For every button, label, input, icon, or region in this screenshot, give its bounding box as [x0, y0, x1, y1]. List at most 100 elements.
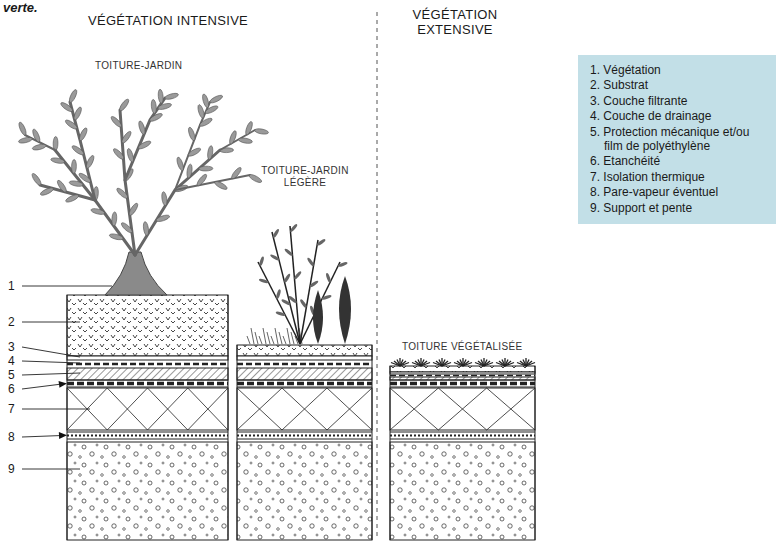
grass-blade [267, 332, 270, 344]
tree-leaf [71, 144, 85, 156]
cypress [339, 276, 351, 344]
drainage-layer [67, 363, 228, 366]
tree-leaf [186, 164, 193, 179]
grass-blade [287, 328, 290, 344]
section-title: VÉGÉTATION INTENSIVE [88, 14, 248, 29]
insulation-stroke [438, 388, 486, 430]
tree-branch [175, 102, 210, 190]
insulation-stroke [282, 388, 327, 430]
vapour-barrier [237, 431, 372, 432]
layer-stack [67, 295, 228, 540]
grass-blade [271, 336, 274, 344]
tree-leaf [78, 127, 88, 142]
layer-stack [390, 366, 535, 540]
insulation-stroke [487, 388, 535, 430]
legend-item: 2. Substrat [590, 78, 770, 92]
protection-layer [390, 377, 535, 380]
grass-blade [247, 336, 250, 344]
waterproof-edge [237, 380, 372, 381]
arrow-head [59, 381, 67, 388]
stack-side [390, 366, 391, 540]
callout-number: 9 [8, 462, 15, 476]
insulation-stroke [438, 388, 486, 430]
tree-trunk [105, 252, 167, 295]
tree-leaf [199, 117, 214, 128]
tree-leaf [31, 172, 43, 186]
filter-layer [390, 372, 535, 374]
legend-item: 4. Couche de drainage [590, 109, 770, 123]
tree-leaf [201, 93, 210, 108]
tree-leaf [238, 137, 253, 144]
legend-item: 5. Protection mécanique et/ou film de po… [590, 125, 770, 154]
vapour-barrier [67, 435, 228, 437]
tree-leaf [90, 207, 105, 215]
insulation-stroke [327, 388, 372, 430]
legend-item: 8. Pare-vapeur éventuel [590, 185, 770, 199]
tree-leaf [32, 143, 47, 151]
grass-blade [259, 336, 262, 344]
leader-line [22, 409, 90, 410]
vapour-barrier [67, 438, 228, 439]
tree-leaf [137, 140, 152, 151]
tree-leaf [244, 121, 253, 136]
tree-leaf [128, 202, 140, 216]
tree-leaf [187, 147, 202, 158]
waterproof-edge [67, 380, 228, 381]
substrate-layer [237, 345, 372, 356]
vapour-barrier [390, 431, 535, 432]
support-slab [237, 442, 372, 540]
waterproof-edge [390, 380, 535, 381]
roof-type-label: TOITURE-JARDIN LÉGÈRE [250, 165, 360, 188]
callout-number: 7 [8, 402, 15, 416]
vapour-barrier [390, 435, 535, 437]
insulation-stroke [390, 388, 438, 430]
drainage-layer [390, 375, 535, 377]
protection-layer [67, 368, 228, 380]
sedum-leaf [505, 363, 514, 367]
tree-leaf [209, 94, 224, 105]
tree-leaf [143, 221, 150, 236]
callout-number: 1 [8, 279, 15, 293]
leader-line [22, 322, 80, 323]
shrub-leaf [316, 238, 326, 246]
insulation-stroke [327, 388, 372, 430]
section-title: VÉGÉTATION EXTENSIVE [395, 8, 515, 38]
tree-leaf [112, 147, 125, 160]
shrub-leaf [283, 273, 291, 283]
tree-leaf [78, 172, 92, 184]
tree-leaf [120, 130, 132, 144]
waterproof-layer [237, 382, 372, 386]
filter-layer [237, 356, 372, 360]
tree-leaf [111, 212, 117, 226]
waterproof-edge [237, 387, 372, 388]
grass-blade [283, 336, 286, 344]
tree-leaf [155, 214, 170, 223]
shrub-leaf [275, 289, 281, 299]
tree-leaf [115, 187, 129, 200]
roof-type-label: TOITURE-JARDIN [95, 60, 182, 72]
grass-blade [275, 328, 278, 344]
tree-leaf [230, 166, 242, 180]
callout-number: 6 [8, 382, 15, 396]
arrow-head [59, 432, 67, 439]
roof-type-label: TOITURE VÉGÉTALISÉE [402, 341, 522, 353]
filter-layer [67, 356, 228, 360]
tree-leaf [31, 128, 41, 143]
vapour-barrier [390, 438, 535, 439]
tree-leaf [56, 179, 68, 193]
waterproof-edge [67, 387, 228, 388]
callout-number: 2 [8, 315, 15, 329]
tree-leaf [64, 119, 78, 131]
vegetation [18, 89, 535, 366]
tree-branch [120, 110, 135, 255]
tree-leaf [60, 101, 74, 113]
insulation-stroke [282, 388, 327, 430]
callout-number: 8 [8, 430, 15, 444]
shrub-leaf [325, 273, 331, 283]
sedum-leaf [442, 363, 451, 367]
shrub-leaf [299, 299, 307, 309]
tree-leaf [71, 159, 76, 173]
tree-leaf [109, 233, 124, 241]
substrate-layer [67, 295, 228, 356]
tree-leaf [118, 98, 130, 112]
